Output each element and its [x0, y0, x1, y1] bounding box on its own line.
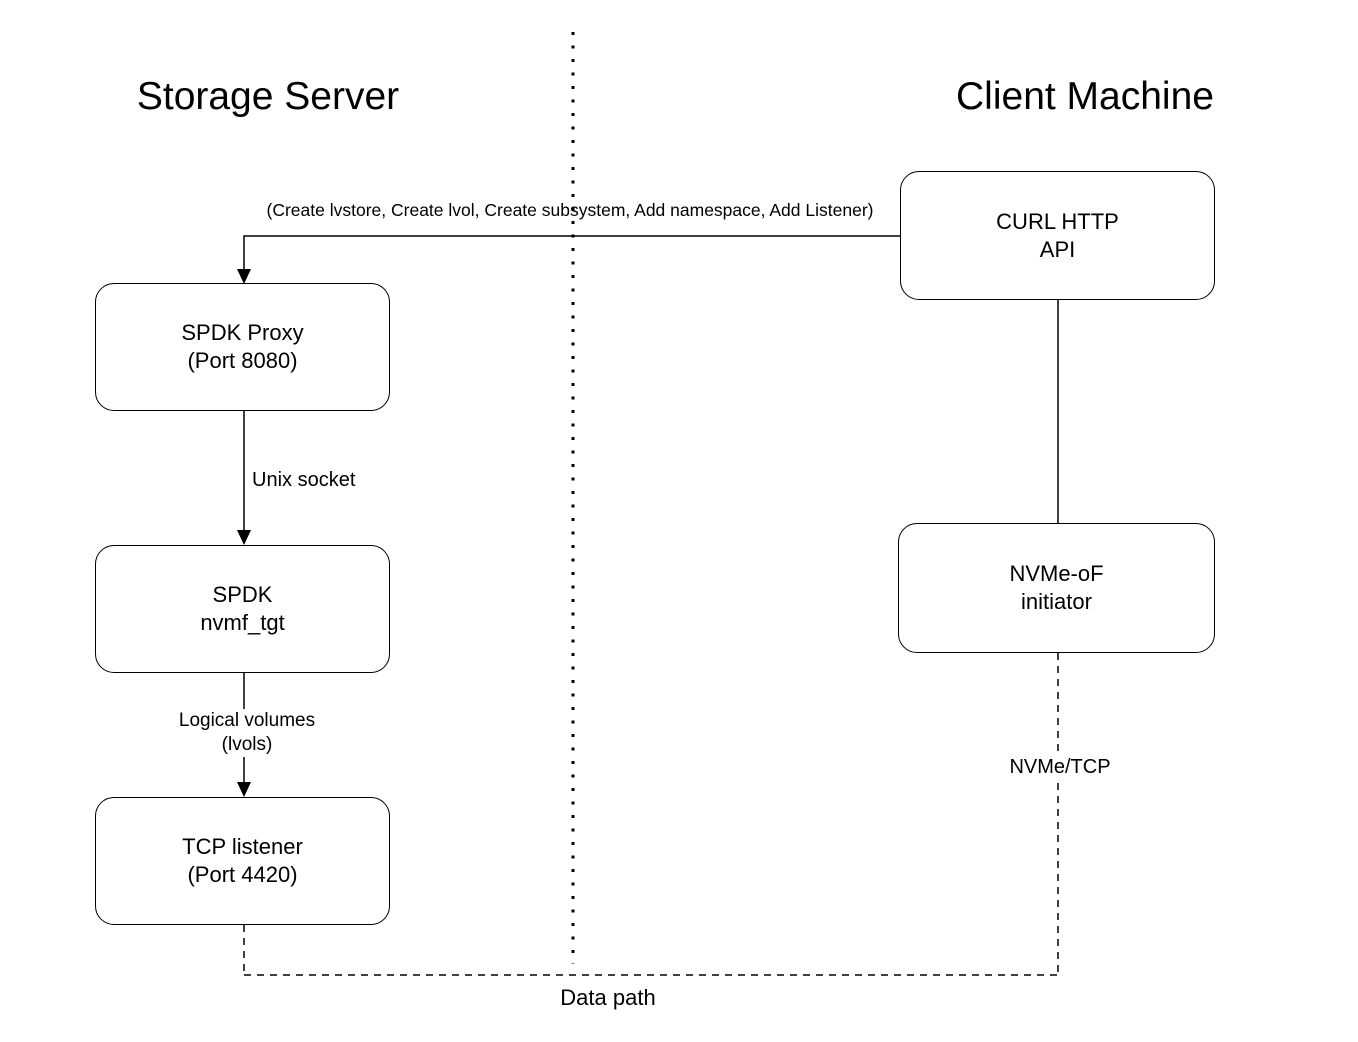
- node-label-line1: TCP listener: [182, 834, 303, 859]
- node-label-line2: nvmf_tgt: [200, 610, 285, 635]
- node-label-line2: API: [1039, 236, 1076, 262]
- nvmf-to-listener-arrowhead: [237, 782, 251, 797]
- storage-server-title: Storage Server: [136, 75, 400, 118]
- edge-label-api-commands: (Create lvstore, Create lvol, Create sub…: [266, 200, 874, 220]
- edge-label-logical-volumes-line2: (lvols): [221, 734, 273, 755]
- api-command-arrowhead: [237, 269, 251, 284]
- proxy-to-nvmf-arrowhead: [237, 530, 251, 545]
- node-tcp-listener: TCP listener (Port 4420): [95, 797, 390, 925]
- edge-label-logical-volumes: Logical volumes (lvols): [175, 709, 319, 757]
- node-spdk-proxy: SPDK Proxy (Port 8080): [95, 283, 390, 411]
- client-machine-title: Client Machine: [956, 75, 1214, 118]
- node-label-line1: SPDK: [212, 582, 273, 607]
- node-label-line1: SPDK Proxy: [181, 320, 304, 345]
- edge-label-nvme-tcp: NVMe/TCP: [1005, 755, 1115, 780]
- node-spdk-nvmf-tgt: SPDK nvmf_tgt: [95, 545, 390, 673]
- edge-label-logical-volumes-line1: Logical volumes: [178, 710, 316, 731]
- node-curl-http-api: CURL HTTP API: [900, 171, 1215, 300]
- edge-label-unix-socket: Unix socket: [252, 469, 356, 491]
- node-label-line2: (Port 4420): [187, 862, 298, 887]
- api-command-connector: [243, 235, 900, 270]
- node-label-line2: initiator: [1021, 589, 1092, 614]
- node-label-line2: (Port 8080): [187, 348, 298, 373]
- node-label-line1: NVMe-oF: [1009, 561, 1104, 586]
- node-nvme-of-initiator: NVMe-oF initiator: [898, 523, 1215, 653]
- node-label-line1: CURL HTTP: [996, 208, 1119, 234]
- edge-label-data-path: Data path: [560, 985, 656, 1010]
